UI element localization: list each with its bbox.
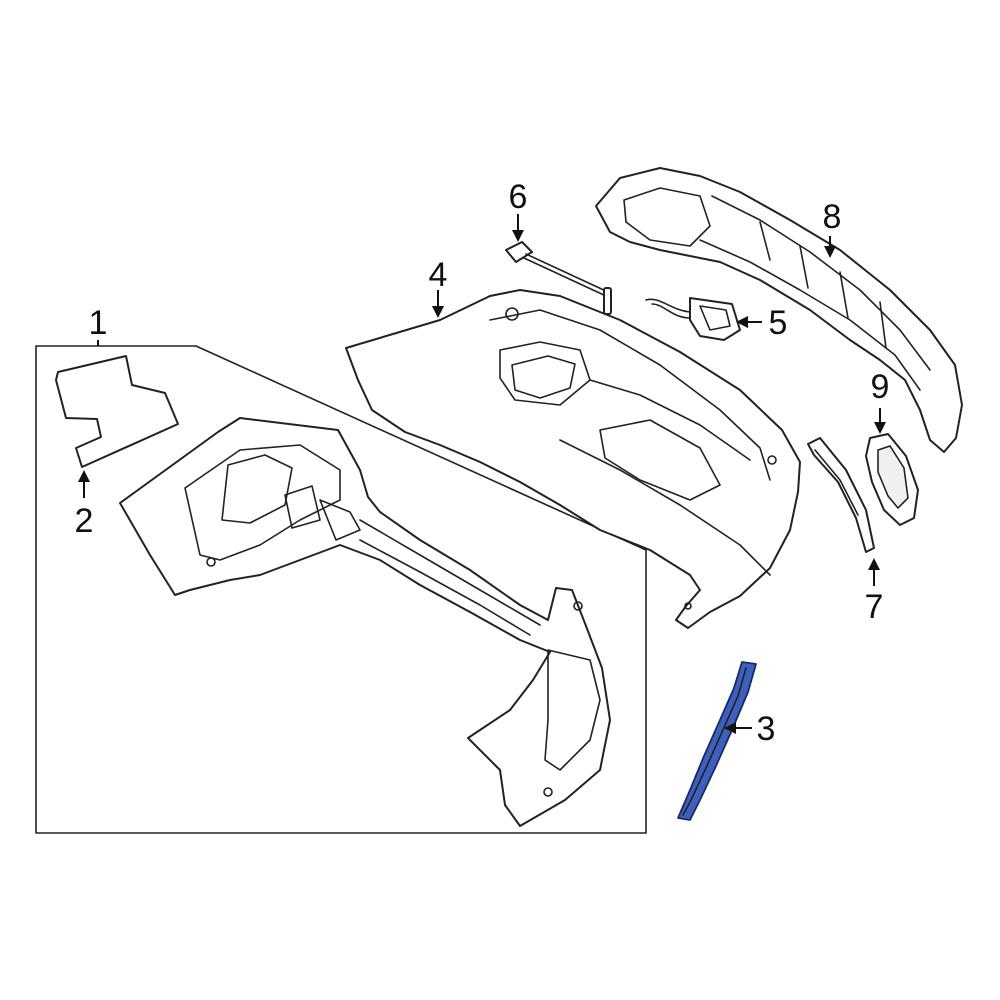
part-1-bumper-cover-inset[interactable] <box>119 417 611 827</box>
part-6-sensor-wire[interactable] <box>505 241 612 315</box>
callout-5: 5 <box>769 304 788 342</box>
leaders <box>78 214 886 734</box>
inset-box <box>35 345 647 834</box>
part-7-trim-strip[interactable] <box>807 437 875 553</box>
part-9-trim-ring[interactable] <box>865 433 919 526</box>
callout-3: 3 <box>757 710 776 748</box>
part-3-reflector-highlighted[interactable] <box>677 661 757 821</box>
part-8-absorber[interactable] <box>595 167 963 453</box>
callout-7: 7 <box>865 588 884 626</box>
callout-1: 1 <box>89 304 108 342</box>
part-5-bracket[interactable] <box>645 297 741 341</box>
callout-2: 2 <box>75 502 94 540</box>
part-2-pad[interactable] <box>55 355 179 468</box>
callout-9: 9 <box>871 368 890 406</box>
callout-4: 4 <box>429 256 448 294</box>
part-3-reflector-shape[interactable] <box>677 661 757 821</box>
part-4-bumper-cover[interactable] <box>345 289 801 629</box>
callout-labels: 1 2 3 4 5 6 7 8 9 <box>75 178 890 748</box>
callout-6: 6 <box>509 178 528 216</box>
callout-8: 8 <box>823 198 842 236</box>
